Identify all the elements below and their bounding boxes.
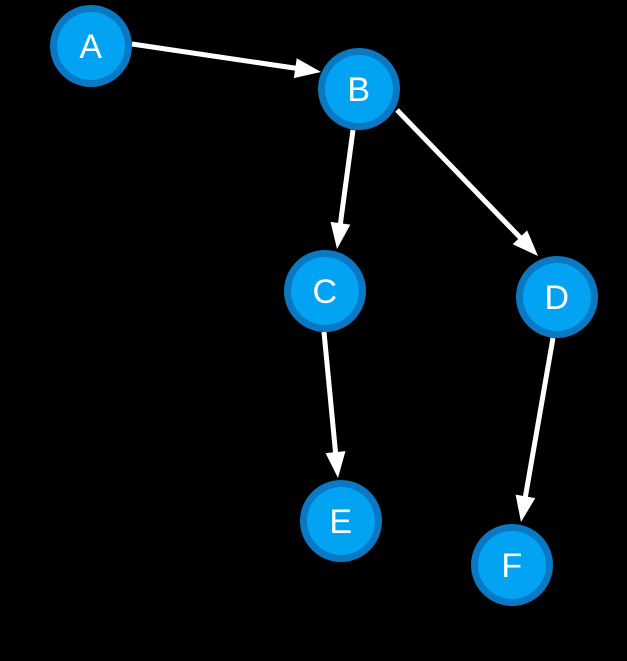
node-label: B — [347, 71, 370, 109]
node-core — [523, 263, 591, 331]
node-label: E — [329, 503, 352, 541]
arrow-head-icon — [330, 221, 351, 249]
graph-node-f[interactable]: F — [471, 524, 553, 606]
nodes-layer: A B C D E F — [50, 5, 598, 606]
edge-line — [337, 129, 356, 228]
graph-edge[interactable] — [131, 41, 321, 79]
edge-line — [395, 108, 525, 242]
arrow-head-icon — [515, 494, 536, 522]
edge-line — [321, 331, 339, 457]
graph-node-b[interactable]: B — [318, 48, 400, 130]
node-label: D — [544, 279, 569, 317]
edges-layer — [131, 41, 556, 522]
node-core — [307, 487, 375, 555]
node-core — [291, 257, 359, 325]
arrow-head-icon — [293, 58, 321, 79]
node-label: C — [312, 273, 337, 311]
graph-edge[interactable] — [321, 331, 346, 478]
graph-node-d[interactable]: D — [516, 256, 598, 338]
graph-node-e[interactable]: E — [300, 480, 382, 562]
graph-node-a[interactable]: A — [50, 5, 132, 87]
node-core — [478, 531, 546, 599]
node-label: F — [501, 547, 522, 585]
graph-edge[interactable] — [330, 129, 356, 249]
node-label: A — [79, 28, 102, 66]
graph-edge[interactable] — [515, 337, 556, 522]
graph-edge[interactable] — [395, 108, 538, 256]
node-core — [325, 55, 393, 123]
arrow-head-icon — [512, 230, 538, 256]
graph-node-c[interactable]: C — [284, 250, 366, 332]
arrow-head-icon — [325, 451, 346, 478]
node-core — [57, 12, 125, 80]
edge-line — [131, 41, 300, 72]
edge-line — [522, 337, 556, 501]
